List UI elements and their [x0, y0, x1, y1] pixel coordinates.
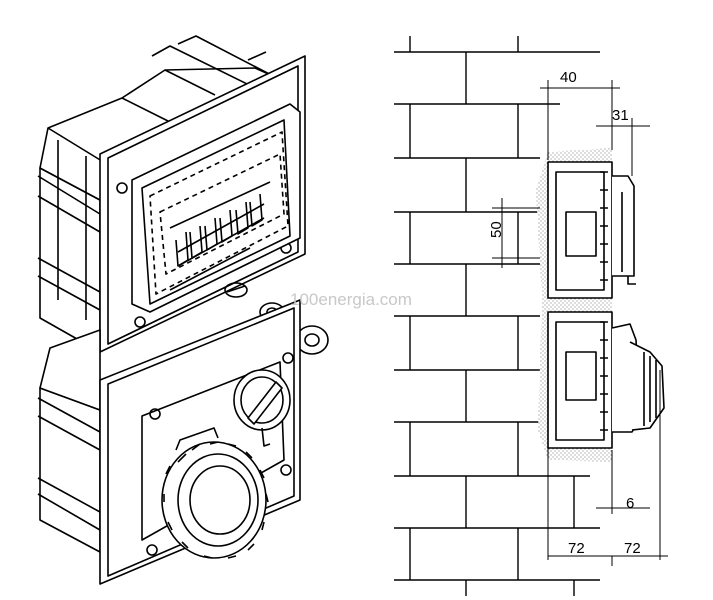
lower-housing	[37, 329, 101, 553]
rotary-switch	[233, 369, 291, 447]
dim-label-72-right: 72	[624, 540, 641, 557]
socket	[161, 427, 269, 559]
section-view	[536, 148, 665, 462]
dim-label-50: 50	[488, 221, 505, 238]
dim-label-6: 6	[626, 495, 634, 512]
dim-label-31: 31	[612, 107, 629, 124]
dimension-lines	[492, 80, 668, 566]
dim-label-72-left: 72	[568, 540, 585, 557]
isometric-view	[37, 35, 329, 585]
dimension-labels: 40 31 50 6 72 72	[488, 69, 641, 557]
breaker-cover	[131, 103, 301, 313]
brick-wall	[394, 36, 600, 596]
watermark: 100energia.com	[290, 290, 412, 309]
lower-box-section	[547, 311, 613, 449]
plug-section	[611, 323, 665, 433]
dim-label-40: 40	[560, 69, 577, 86]
upper-box-section	[547, 161, 636, 299]
